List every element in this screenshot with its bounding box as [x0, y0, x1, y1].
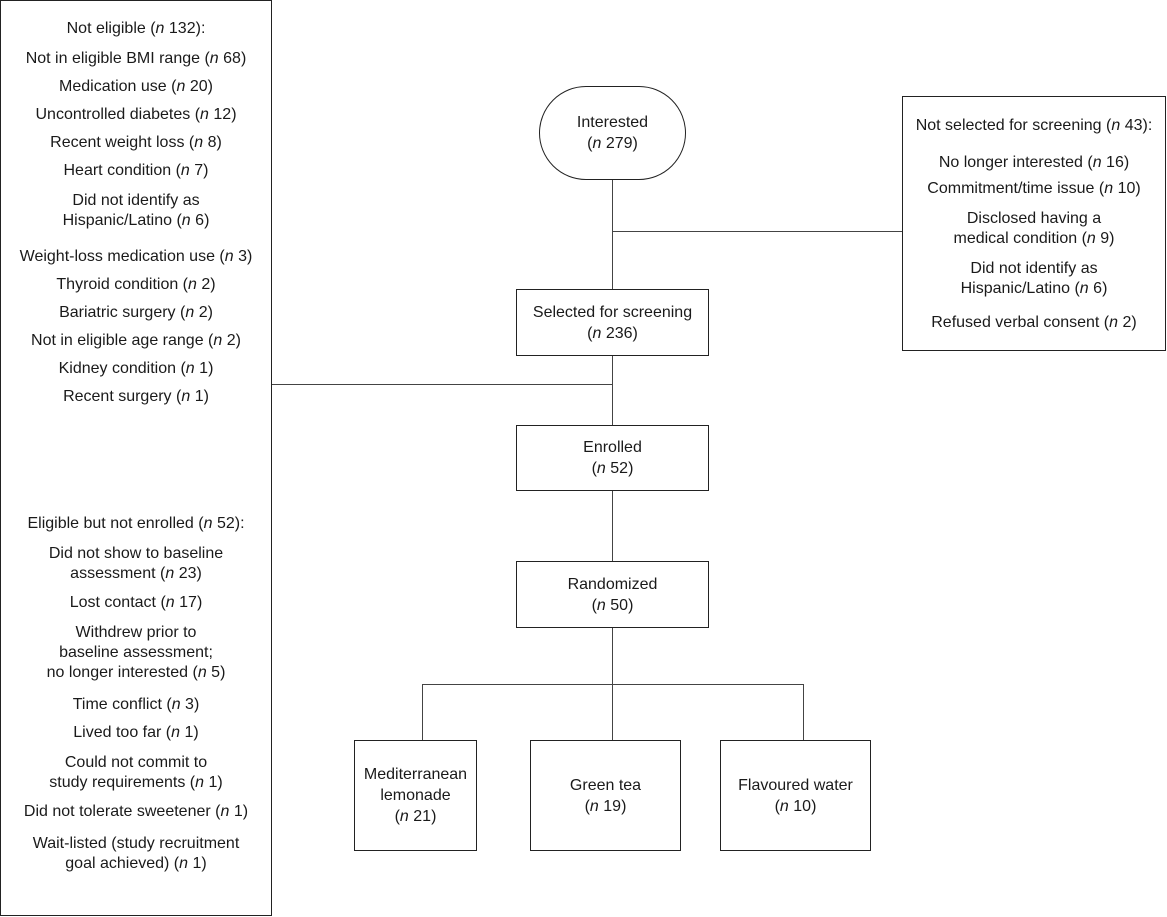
- not-eligible-item: Medication use (n 20): [59, 78, 213, 95]
- connector-randomized-arms: [612, 628, 613, 685]
- not-eligible-item: Not in eligible age range (n 2): [31, 332, 241, 349]
- enrolled-box: Enrolled (n 52): [516, 425, 709, 491]
- arm-count: (n 19): [584, 797, 627, 815]
- not-eligible-item: Not in eligible BMI range (n 68): [25, 50, 247, 67]
- interested-box: Interested (n 279): [539, 86, 686, 180]
- eligible-not-enrolled-item: Withdrew prior to baseline assessment; n…: [46, 624, 226, 681]
- connector-interested-selected: [612, 180, 613, 289]
- eligible-not-enrolled-header: Eligible but not enrolled (n 52):: [27, 515, 245, 532]
- not-eligible-item: Kidney condition (n 1): [58, 360, 214, 377]
- connector-enrolled-randomized: [612, 491, 613, 561]
- not-eligible-item: Recent weight loss (n 8): [50, 134, 222, 151]
- randomized-box: Randomized (n 50): [516, 561, 709, 628]
- not-eligible-item: Weight-loss medication use (n 3): [19, 248, 253, 265]
- arm-box-flavoured-water: Flavoured water (n 10): [720, 740, 871, 851]
- not-eligible-item: Thyroid condition (n 2): [56, 276, 216, 293]
- arm-label: Mediterranean lemonade: [363, 766, 468, 804]
- randomized-count: (n 50): [591, 596, 634, 614]
- not-eligible-header: Not eligible (n 132):: [66, 20, 206, 37]
- selected-box: Selected for screening (n 236): [516, 289, 709, 356]
- not-eligible-item: Did not identify as Hispanic/Latino (n 6…: [62, 192, 210, 229]
- connector-arm-3: [803, 684, 804, 740]
- eligible-not-enrolled-item: Did not show to baseline assessment (n 2…: [48, 545, 224, 582]
- selected-count: (n 236): [587, 324, 638, 342]
- connector-arms-horizontal: [422, 684, 804, 685]
- eligible-not-enrolled-item: Time conflict (n 3): [72, 696, 200, 713]
- eligible-not-enrolled-item: Could not commit to study requirements (…: [49, 754, 223, 791]
- connector-to-not-selected: [612, 231, 902, 232]
- not-selected-box: Not selected for screening (n 43): No lo…: [902, 96, 1166, 351]
- not-eligible-item: Bariatric surgery (n 2): [59, 304, 213, 321]
- connector-selected-enrolled: [612, 356, 613, 425]
- not-selected-item: Did not identify as Hispanic/Latino (n 6…: [960, 260, 1108, 297]
- eligible-not-enrolled-item: Did not tolerate sweetener (n 1): [23, 803, 249, 820]
- randomized-label: Randomized: [567, 575, 658, 593]
- connector-arm-2: [612, 684, 613, 740]
- interested-label: Interested: [576, 114, 649, 131]
- eligible-not-enrolled-item: Wait-listed (study recruitment goal achi…: [32, 835, 240, 872]
- not-eligible-item: Recent surgery (n 1): [63, 388, 209, 405]
- eligible-not-enrolled-item: Lived too far (n 1): [73, 724, 199, 741]
- arm-box-green-tea: Green tea (n 19): [530, 740, 681, 851]
- not-eligible-item: Uncontrolled diabetes (n 12): [35, 106, 237, 123]
- arm-box-mediterranean-lemonade: Mediterranean lemonade (n 21): [354, 740, 477, 851]
- not-selected-item: Disclosed having a medical condition (n …: [953, 210, 1115, 247]
- selected-label: Selected for screening: [532, 303, 693, 321]
- not-selected-item: Refused verbal consent (n 2): [931, 314, 1137, 331]
- not-eligible-item: Heart condition (n 7): [63, 162, 209, 179]
- exclusions-box: Not eligible (n 132): Not in eligible BM…: [0, 0, 272, 916]
- not-selected-item: Commitment/time issue (n 10): [927, 180, 1141, 197]
- enrolled-label: Enrolled: [583, 439, 642, 456]
- interested-count: (n 279): [587, 135, 638, 152]
- arm-count: (n 10): [774, 797, 817, 815]
- not-selected-item: No longer interested (n 16): [938, 154, 1130, 171]
- connector-arm-1: [422, 684, 423, 740]
- enrolled-count: (n 52): [591, 460, 634, 477]
- connector-to-exclusions: [271, 384, 613, 385]
- arm-count: (n 21): [394, 808, 437, 825]
- arm-label: Flavoured water: [738, 776, 853, 794]
- arm-label: Green tea: [569, 776, 642, 794]
- not-selected-header: Not selected for screening (n 43):: [915, 117, 1153, 134]
- eligible-not-enrolled-item: Lost contact (n 17): [69, 594, 203, 611]
